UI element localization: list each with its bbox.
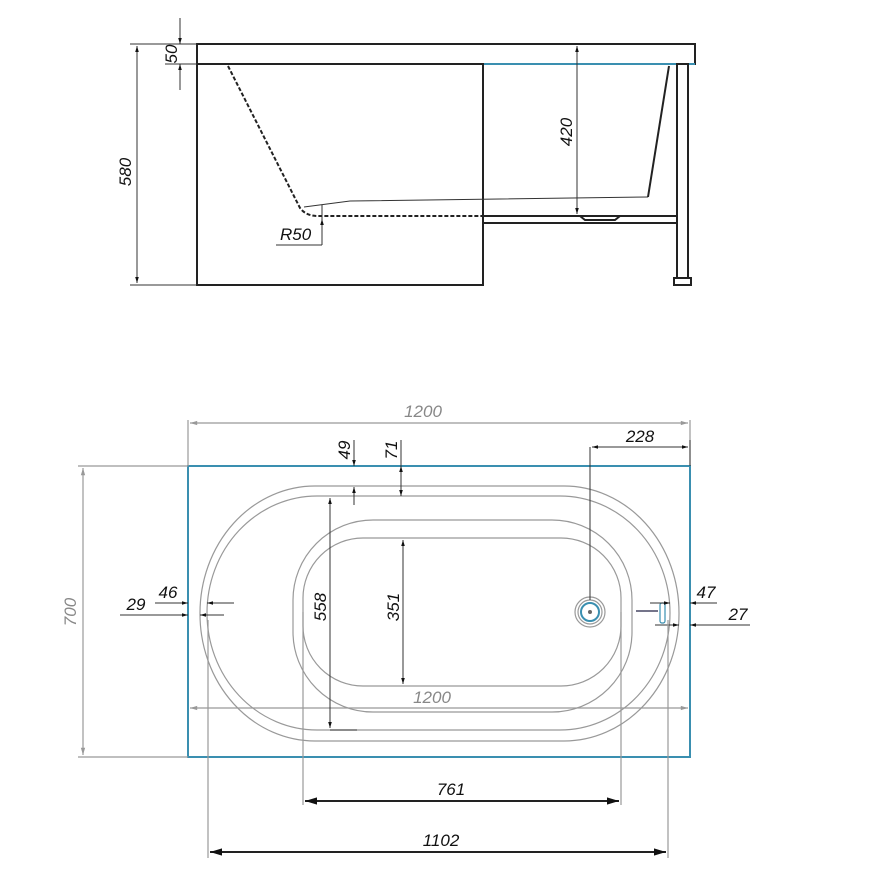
dim-580: 580 [116,157,135,186]
floor-oval [302,537,622,687]
dim-700: 700 [61,597,80,626]
dim-29: 29 [126,595,146,614]
dim-49: 49 [335,440,354,459]
dim-50: 50 [162,44,181,63]
tub-outline [187,465,691,758]
dim-46: 46 [159,583,178,602]
overflow [659,602,666,624]
dim-761: 761 [437,780,465,799]
inner-wall-dashed [227,65,483,217]
dim-r50: R50 [280,225,312,244]
rim-inner-oval [206,495,671,731]
dim-1200-top: 1200 [404,402,442,421]
dim-351: 351 [384,593,403,621]
dim-1200-mid: 1200 [413,688,451,707]
front-panel [196,63,484,286]
dim-558: 558 [311,592,330,621]
dim-27: 27 [728,605,748,624]
leg-foot [673,277,692,286]
floor-line [303,196,649,208]
rim-profile [196,43,696,65]
drain [574,596,606,628]
dim-47: 47 [697,583,716,602]
end-wall [647,65,670,198]
side-view: 580 50 420 R50 [116,18,696,286]
drain-profile [579,215,621,221]
dim-71: 71 [382,441,401,460]
top-view: 1200 1200 700 49 71 228 558 351 46 [61,402,750,858]
dim-420: 420 [557,117,576,146]
bowl-oval [292,519,633,713]
dim-228: 228 [625,427,655,446]
dim-1102: 1102 [423,831,460,850]
support-leg [676,63,689,279]
